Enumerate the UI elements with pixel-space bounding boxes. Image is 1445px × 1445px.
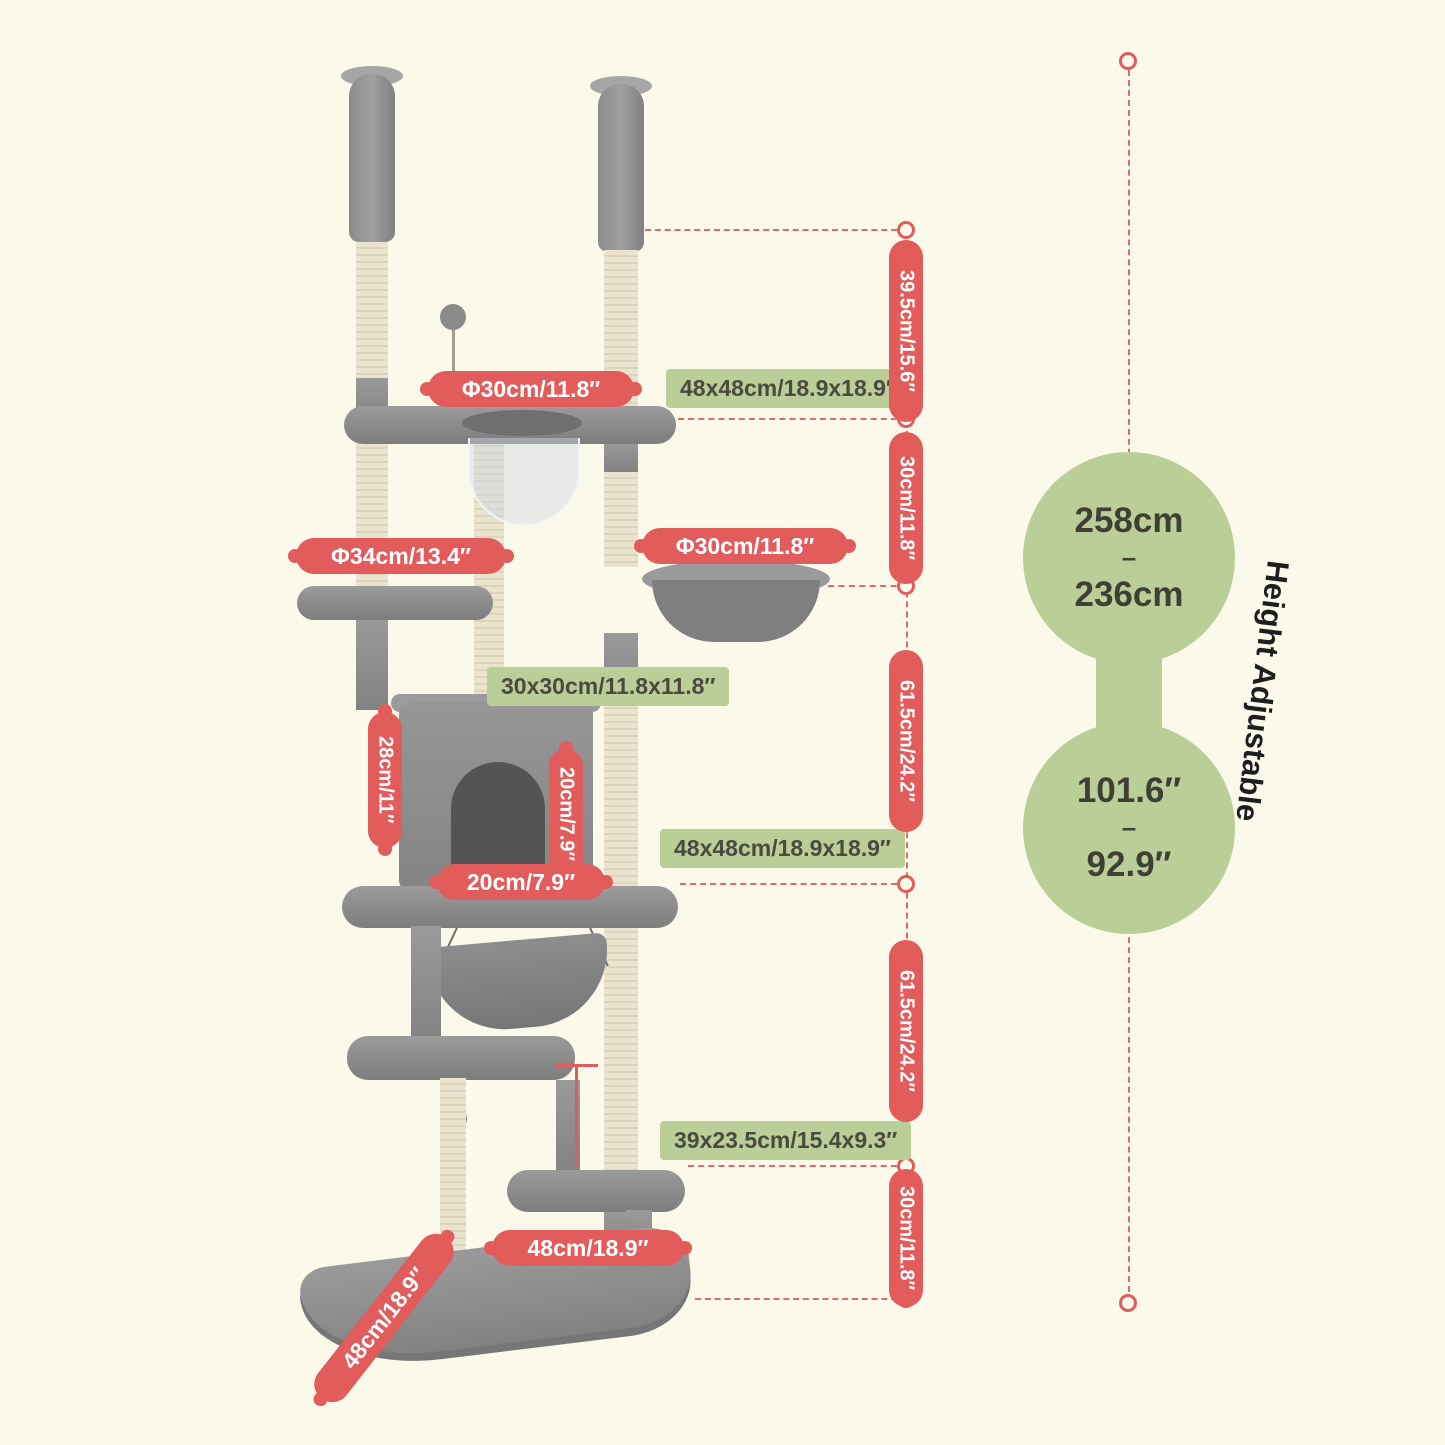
guide-line-mid-platform <box>680 883 907 885</box>
pill-end-dot <box>559 741 573 755</box>
guide-line-top-cap <box>645 229 907 231</box>
left-pole-top-cap <box>349 74 395 242</box>
left-perch-diameter-pill: Φ34cm/13.4″ <box>288 538 514 574</box>
height-adjustable-caption: Height Adjustable <box>1229 558 1296 824</box>
pill-end-dot <box>842 539 856 553</box>
left-perch-diameter-label: Φ34cm/13.4″ <box>331 542 471 569</box>
condo-door-opening <box>451 762 545 874</box>
teaser-ball <box>440 304 466 330</box>
height-metric-min: 236cm <box>1074 574 1184 614</box>
pill-end-dot <box>599 875 613 889</box>
height-range-dash: – <box>1121 542 1137 573</box>
right-pole-sisal-bottom <box>604 926 638 1174</box>
pill-end-dot <box>429 875 443 889</box>
guide-line-basket <box>828 585 907 587</box>
teaser-spring <box>452 328 455 408</box>
pill-end-dot <box>678 1241 692 1255</box>
basket-diameter-label: Φ30cm/11.8″ <box>675 532 815 559</box>
base-width-label: 48cm/18.9″ <box>527 1234 649 1261</box>
right-pole-plush-section <box>604 442 638 472</box>
guide-line-base <box>695 1298 907 1300</box>
pill-end-dot <box>378 704 392 718</box>
basket-diameter-pill: Φ30cm/11.8″ <box>634 528 856 564</box>
left-round-perch <box>297 586 493 620</box>
base-width-pill: 48cm/18.9″ <box>484 1230 692 1266</box>
lower-platform <box>347 1036 575 1080</box>
segment-pill-platform-basket: 30cm/11.8″ <box>889 432 923 584</box>
pill-end-dot <box>500 549 514 563</box>
condo-size-label: 30x30cm/11.8x11.8″ <box>487 667 730 706</box>
pill-end-dot <box>628 382 642 396</box>
pill-end-dot <box>484 1241 498 1255</box>
height-range-imperial-circle: 101.6″ – 92.9″ <box>1023 722 1235 934</box>
step-height-bracket-line <box>575 1064 578 1168</box>
top-platform-hole <box>462 410 582 436</box>
door-width-pill: 20cm/7.9″ <box>429 864 613 900</box>
top-hole-diameter-pill: Φ30cm/11.8″ <box>420 371 642 407</box>
transparent-dome-bowl <box>468 438 580 526</box>
hammock <box>426 932 614 1036</box>
height-range-bottom-marker <box>1119 1294 1137 1312</box>
pill-end-dot <box>310 1389 331 1409</box>
height-range-top-marker <box>1119 52 1137 70</box>
left-pole-plush-lower <box>356 618 388 710</box>
top-platform-size-label: 48x48cm/18.9x18.9″ <box>666 369 911 408</box>
pill-end-dot <box>420 382 434 396</box>
height-imperial-min: 92.9″ <box>1086 844 1172 884</box>
mid-platform-size-label: 48x48cm/18.9x18.9″ <box>660 829 905 868</box>
measure-marker <box>897 221 915 239</box>
right-pole-sisal-mid <box>604 472 638 567</box>
door-height-label: 20cm/7.9″ <box>555 766 578 862</box>
pill-end-dot <box>288 549 302 563</box>
guide-line-step <box>688 1165 907 1167</box>
condo-height-label: 28cm/11″ <box>374 736 397 824</box>
pill-end-dot <box>378 842 392 856</box>
lower-left-pole <box>411 926 441 1044</box>
door-width-label: 20cm/7.9″ <box>466 868 576 895</box>
right-pole-top-cap <box>598 84 644 252</box>
condo-height-pill: 28cm/11″ <box>368 704 402 856</box>
guide-line-top-platform <box>678 418 907 420</box>
segment-pill-step-base: 30cm/11.8″ <box>889 1169 923 1307</box>
right-pole-sisal-lower <box>604 702 638 888</box>
top-hole-diameter-label: Φ30cm/11.8″ <box>461 375 601 402</box>
basket-bowl <box>652 580 820 642</box>
left-pole-sisal-upper <box>356 242 388 378</box>
segment-pill-basket-mid: 61.5cm/24.2″ <box>889 650 923 832</box>
segment-pill-mid-step: 61.5cm/24.2″ <box>889 940 923 1122</box>
height-range-metric-circle: 258cm – 236cm <box>1023 452 1235 664</box>
measure-marker <box>897 875 915 893</box>
door-height-pill: 20cm/7.9″ <box>549 741 583 887</box>
height-range-dash: – <box>1121 812 1137 843</box>
segment-pill-top-cap: 39.5cm/15.6″ <box>889 240 923 422</box>
height-imperial-max: 101.6″ <box>1076 771 1182 811</box>
step-size-label: 39x23.5cm/15.4x9.3″ <box>660 1121 912 1160</box>
step-platform <box>507 1170 685 1212</box>
height-metric-max: 258cm <box>1074 501 1184 541</box>
pill-end-dot <box>634 539 648 553</box>
